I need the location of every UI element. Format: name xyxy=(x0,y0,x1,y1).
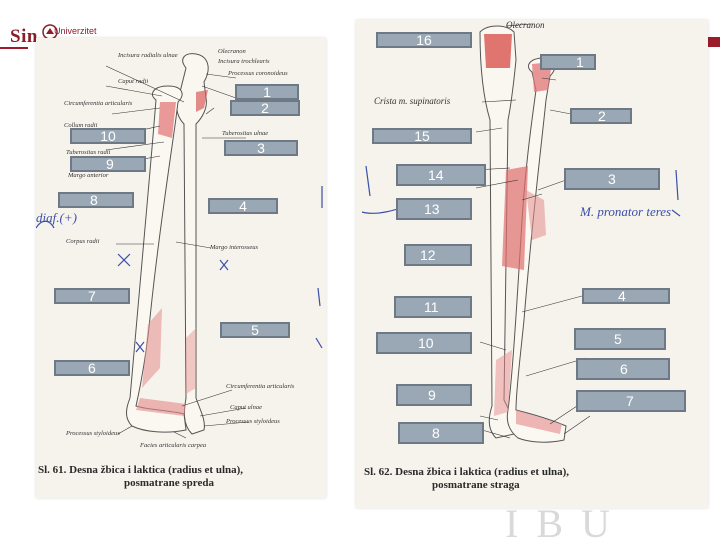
label-l-2[interactable]: 2 xyxy=(230,100,300,116)
label-r-4[interactable]: 4 xyxy=(582,288,670,304)
label-r-14[interactable]: 14 xyxy=(396,164,486,186)
label-r-9[interactable]: 9 xyxy=(396,384,472,406)
term-olecranon-right: Olecranon xyxy=(506,20,545,30)
logo-text: Sin xyxy=(10,26,38,48)
label-r-3[interactable]: 3 xyxy=(564,168,660,190)
term-olecranon-left: Olecranon xyxy=(218,48,246,55)
caption-posterior-line2: posmatrane straga xyxy=(364,479,520,491)
term-caput-ulnae: Caput ulnae xyxy=(230,404,262,411)
term-circumferentia-top: Circumferentia articularis xyxy=(64,100,132,107)
label-r-16[interactable]: 16 xyxy=(376,32,472,48)
label-l-7[interactable]: 7 xyxy=(54,288,130,304)
label-l-10[interactable]: 10 xyxy=(70,128,146,144)
term-circumferentia-bottom: Circumferentia articularis xyxy=(226,383,294,390)
header-bar-left xyxy=(0,47,28,49)
term-tuberositas-ulnae: Tuberositas ulnae xyxy=(222,130,268,137)
term-incisura-trochlearis: Incisura trochlearis xyxy=(218,58,270,65)
term-caput-radii: Caput radii xyxy=(118,78,148,85)
term-processus-styloideus-radii: Processus styloideus xyxy=(66,430,120,437)
term-processus-coronoideus: Processus coronoideus xyxy=(228,70,288,77)
caption-posterior-line1: Sl. 62. Desna žbica i laktica (radius et… xyxy=(364,466,569,478)
label-r-8[interactable]: 8 xyxy=(398,422,484,444)
label-l-9[interactable]: 9 xyxy=(70,156,146,172)
caption-anterior: Sl. 61. Desna žbica i laktica (radius et… xyxy=(38,464,243,490)
label-l-4[interactable]: 4 xyxy=(208,198,278,214)
label-l-8[interactable]: 8 xyxy=(58,192,134,208)
term-tuberositas-radii: Tuberositas radii xyxy=(66,149,110,156)
label-r-1[interactable]: 1 xyxy=(540,54,596,70)
handwriting-pronator-teres: M. pronator teres xyxy=(580,204,671,220)
logo-subtext: Univerzitet xyxy=(54,26,97,36)
caption-anterior-line2: posmatrane spreda xyxy=(38,477,214,489)
label-r-13[interactable]: 13 xyxy=(396,198,472,220)
caption-anterior-line1: Sl. 61. Desna žbica i laktica (radius et… xyxy=(38,464,243,476)
term-processus-styloideus-ulnae: Processus styloideus xyxy=(226,418,280,425)
label-l-3[interactable]: 3 xyxy=(224,140,298,156)
handwriting-diaf: diaf.(+) xyxy=(36,210,77,226)
label-r-6[interactable]: 6 xyxy=(576,358,670,380)
term-margo-anterior: Margo anterior xyxy=(68,172,108,179)
label-l-6[interactable]: 6 xyxy=(54,360,130,376)
term-margo-interosseus: Margo interosseus xyxy=(210,244,258,251)
label-r-2[interactable]: 2 xyxy=(570,108,632,124)
term-corpus-radii: Corpus radii xyxy=(66,238,99,245)
label-r-5[interactable]: 5 xyxy=(574,328,666,350)
label-r-11[interactable]: 11 xyxy=(394,296,472,318)
label-l-1[interactable]: 1 xyxy=(235,84,299,100)
label-r-10[interactable]: 10 xyxy=(376,332,472,354)
term-facies-articularis: Facies articularis carpea xyxy=(140,442,206,449)
caption-posterior: Sl. 62. Desna žbica i laktica (radius et… xyxy=(364,466,569,492)
label-r-15[interactable]: 15 xyxy=(372,128,472,144)
label-r-12[interactable]: 12 xyxy=(404,244,472,266)
label-l-5[interactable]: 5 xyxy=(220,322,290,338)
term-crista-supinatoris: Crista m. supinatoris xyxy=(374,96,450,106)
label-r-7[interactable]: 7 xyxy=(576,390,686,412)
term-incisura-radialis: Incisura radialis ulnae xyxy=(118,52,178,59)
